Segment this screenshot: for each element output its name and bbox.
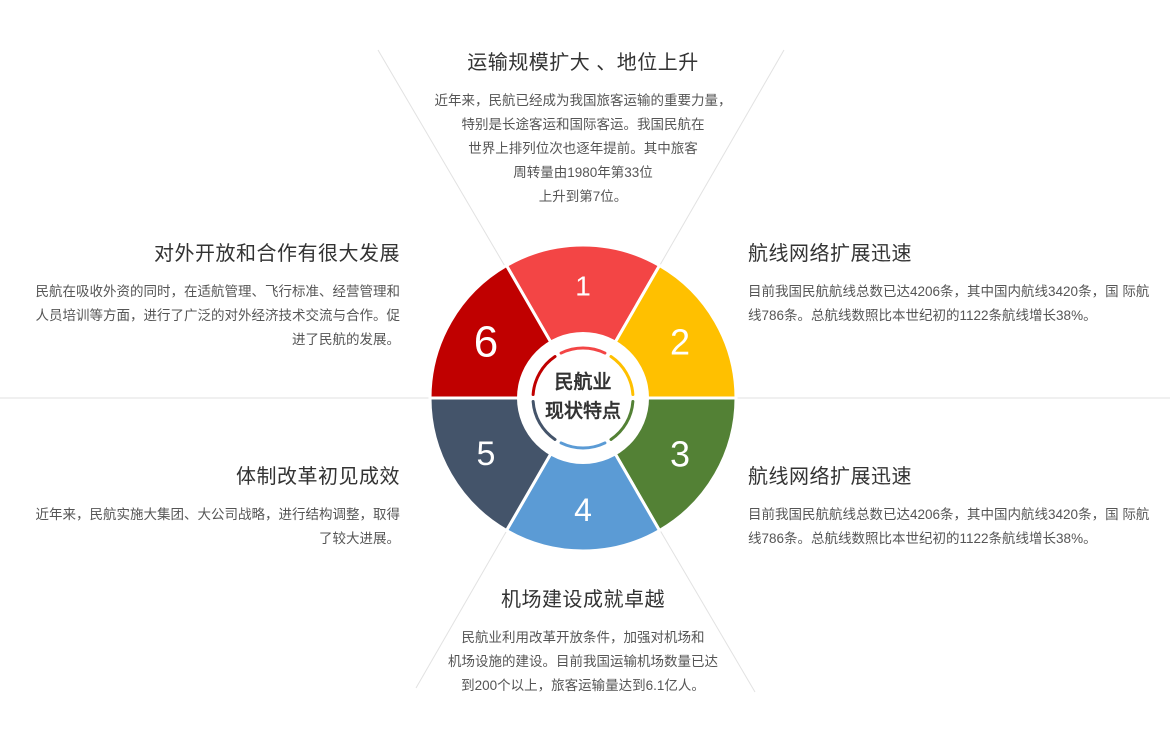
block-1-body-line: 近年来，民航已经成为我国旅客运输的重要力量， (434, 93, 732, 108)
block-5-body-line: 了较大进展。 (319, 531, 400, 546)
wheel-segment-4 (504, 395, 662, 553)
block-6-body-line: 进了民航的发展。 (292, 332, 400, 347)
block-2-body-line: 线786条。总航线数照比本世纪初的1122条航线增长38%。 (748, 308, 1097, 323)
hub-ring-arc-1 (559, 346, 607, 355)
block-4-title: 机场建设成就卓越 (501, 589, 665, 611)
block-3-body: 目前我国民航航线总数已达4206条，其中国内航线3420条，国 际航线786条。… (748, 503, 1168, 551)
hub-ring-arc-6 (531, 355, 557, 397)
block-4-body: 民航业利用改革开放条件，加强对机场和机场设施的建设。目前我国运输机场数量已达到2… (420, 626, 746, 698)
block-5-title: 体制改革初见成效 (236, 466, 400, 488)
wheel-hub (517, 332, 649, 464)
block-1-title: 运输规模扩大 、地位上升 (467, 52, 699, 74)
center-label-line1: 民航业 (554, 372, 612, 393)
block-6-body-line: 民航在吸收外资的同时，在适航管理、飞行标准、经营管理和 (35, 284, 401, 299)
block-6-title: 对外开放和合作有很大发展 (154, 243, 400, 265)
block-4: 机场建设成就卓越 民航业利用改革开放条件，加强对机场和机场设施的建设。目前我国运… (420, 583, 746, 698)
segment-number-5: 5 (477, 435, 496, 473)
block-6: 对外开放和合作有很大发展 民航在吸收外资的同时，在适航管理、飞行标准、经营管理和… (10, 237, 401, 352)
center-label: 民航业 现状特点 (533, 368, 633, 426)
block-5-body: 近年来，民航实施大集团、大公司战略，进行结构调整，取得了较大进展。 (10, 503, 401, 551)
block-6-body-line: 人员培训等方面，进行了广泛的对外经济技术交流与合作。促 (35, 308, 401, 323)
block-1-body: 近年来，民航已经成为我国旅客运输的重要力量， 特别是长途客运和国际客运。我国民航在… (400, 89, 766, 209)
block-4-body-line: 民航业利用改革开放条件，加强对机场和 (461, 630, 705, 645)
block-3: 航线网络扩展迅速 目前我国民航航线总数已达4206条，其中国内航线3420条，国… (748, 460, 1168, 551)
segment-number-4: 4 (574, 492, 592, 528)
segment-number-1: 1 (575, 271, 591, 302)
block-3-title: 航线网络扩展迅速 (748, 466, 912, 488)
block-6-body: 民航在吸收外资的同时，在适航管理、飞行标准、经营管理和人员培训等方面，进行了广泛… (10, 280, 401, 352)
hub-ring-arc-2 (609, 355, 635, 397)
block-1-body-line: 世界上排列位次也逐年提前。其中旅客 (468, 141, 698, 156)
segment-number-2: 2 (670, 322, 690, 363)
center-label-line2: 现状特点 (544, 401, 621, 422)
block-1-body-line: 上升到第7位。 (538, 189, 628, 204)
block-3-body-line: 线786条。总航线数照比本世纪初的1122条航线增长38%。 (748, 531, 1097, 546)
hub-ring-arc-3 (609, 399, 635, 441)
block-2-body: 目前我国民航航线总数已达4206条，其中国内航线3420条，国 际航线786条。… (748, 280, 1168, 328)
block-4-body-line: 机场设施的建设。目前我国运输机场数量已达 (448, 654, 718, 669)
block-1: 运输规模扩大 、地位上升 近年来，民航已经成为我国旅客运输的重要力量， 特别是长途… (400, 46, 766, 209)
block-1-body-line: 特别是长途客运和国际客运。我国民航在 (461, 117, 705, 132)
block-2-body-line: 目前我国民航航线总数已达4206条，其中国内航线3420条，国 际航 (748, 284, 1150, 299)
segment-number-3: 3 (670, 434, 690, 475)
block-2: 航线网络扩展迅速 目前我国民航航线总数已达4206条，其中国内航线3420条，国… (748, 237, 1168, 328)
hub-ring-arc-4 (559, 441, 607, 450)
wheel: 1 2 3 4 5 6 (428, 243, 738, 553)
block-3-body-line: 目前我国民航航线总数已达4206条，其中国内航线3420条，国 际航 (748, 507, 1150, 522)
block-1-body-line: 周转量由1980年第33位 (513, 165, 653, 180)
segment-number-6: 6 (474, 318, 498, 367)
block-5: 体制改革初见成效 近年来，民航实施大集团、大公司战略，进行结构调整，取得了较大进… (10, 460, 401, 551)
hub-ring-arc-5 (531, 399, 557, 441)
block-5-body-line: 近年来，民航实施大集团、大公司战略，进行结构调整，取得 (35, 507, 401, 522)
wheel-segment-1 (504, 243, 662, 401)
block-4-body-line: 到200个以上，旅客运输量达到6.1亿人。 (461, 678, 705, 693)
block-2-title: 航线网络扩展迅速 (748, 243, 912, 265)
